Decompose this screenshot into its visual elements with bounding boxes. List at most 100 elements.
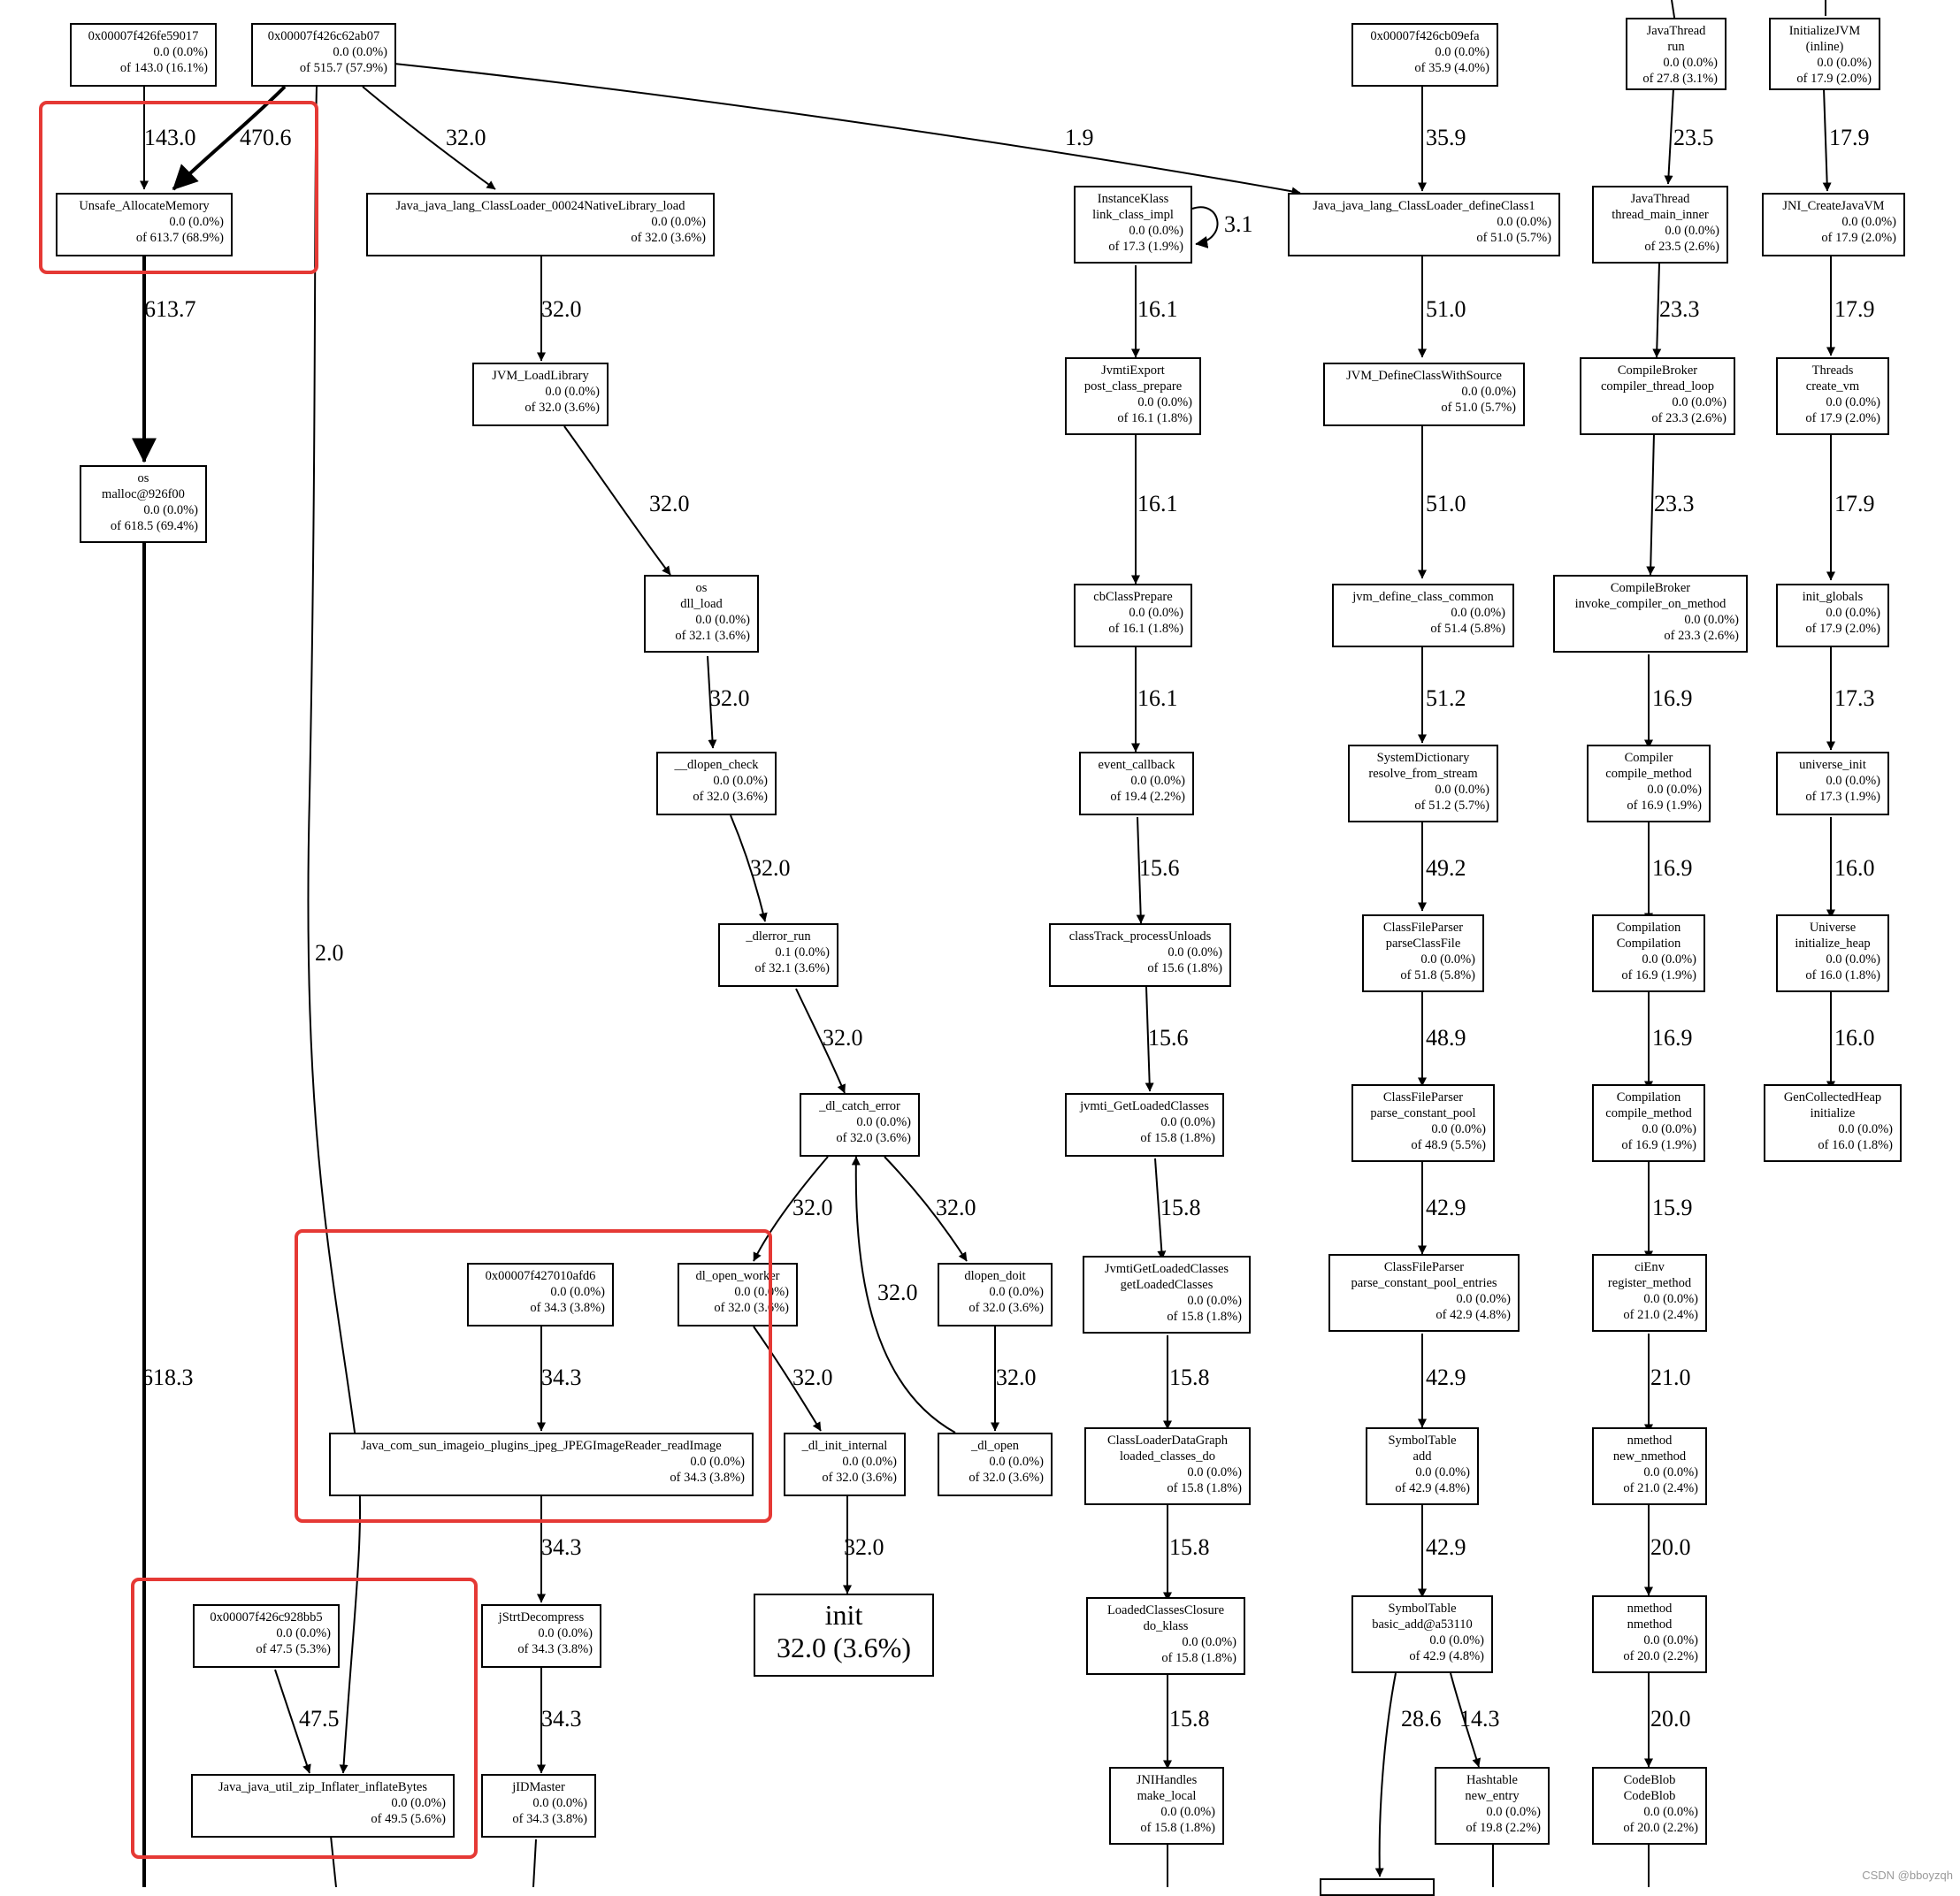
- edge-label: 1.9: [1065, 125, 1094, 150]
- node-function-name: make_local: [1137, 1789, 1197, 1803]
- node-function-name: register_method: [1607, 1276, 1692, 1290]
- function-node[interactable]: Java_java_lang_ClassLoader_00024NativeLi…: [366, 193, 715, 256]
- node-function-name: Compilation: [1616, 1090, 1681, 1105]
- node-cost: of 16.0 (1.8%): [1818, 1138, 1893, 1152]
- function-node[interactable]: Java_java_util_zip_Inflater_inflateBytes…: [191, 1774, 455, 1838]
- node-cost: of 15.8 (1.8%): [1161, 1651, 1236, 1665]
- node-function-name: JVM_DefineClassWithSource: [1346, 369, 1502, 383]
- node-cost: of 16.9 (1.9%): [1621, 968, 1696, 982]
- node-cost: of 32.0 (3.6%): [969, 1471, 1044, 1485]
- edge-label: 42.9: [1426, 1534, 1466, 1560]
- edge-label: 16.0: [1834, 855, 1875, 881]
- node-cost: of 17.9 (2.0%): [1805, 622, 1880, 636]
- node-cost: 0.0 (0.0%): [1137, 395, 1192, 409]
- call-edge: [851, 1156, 956, 1433]
- node-function-name: nmethod: [1627, 1433, 1673, 1448]
- edge-label: 15.8: [1169, 1365, 1210, 1390]
- function-node[interactable]: Java_com_sun_imageio_plugins_jpeg_JPEGIm…: [329, 1433, 754, 1496]
- node-cost: 0.0 (0.0%): [1672, 395, 1726, 409]
- node-cost: of 35.9 (4.0%): [1414, 61, 1489, 75]
- edge-label: 15.6: [1148, 1025, 1189, 1051]
- function-node-partial[interactable]: [1320, 1878, 1435, 1896]
- node-function-name: compile_method: [1605, 1106, 1692, 1120]
- edge-label: 32.0: [709, 685, 750, 711]
- node-function-name: post_class_prepare: [1083, 379, 1183, 394]
- node-cost: 0.0 (0.0%): [1642, 1122, 1696, 1136]
- edge-label: 32.0: [446, 125, 486, 150]
- edge-label: 15.9: [1652, 1195, 1693, 1220]
- node-function-name: run: [1667, 40, 1685, 54]
- node-function-name: Compiler: [1624, 751, 1673, 765]
- node-cost: 0.0 (0.0%): [1486, 1805, 1541, 1819]
- edge-label: 2.0: [315, 940, 344, 966]
- node-function-name: dlopen_doit: [964, 1269, 1026, 1283]
- node-cost: of 48.9 (5.5%): [1411, 1138, 1486, 1152]
- node-cost: of 34.3 (3.8%): [517, 1642, 593, 1656]
- node-cost: of 15.8 (1.8%): [1167, 1310, 1242, 1324]
- node-function-name: create_vm: [1805, 379, 1860, 394]
- call-edge: [394, 63, 1301, 196]
- node-cost: of 51.8 (5.8%): [1400, 968, 1475, 982]
- function-node[interactable]: InitializeJVM(inline)0.0 (0.0%)of 17.9 (…: [1769, 18, 1880, 90]
- edge-label: 32.0: [541, 296, 582, 322]
- node-cost: 0.0 (0.0%): [713, 774, 768, 788]
